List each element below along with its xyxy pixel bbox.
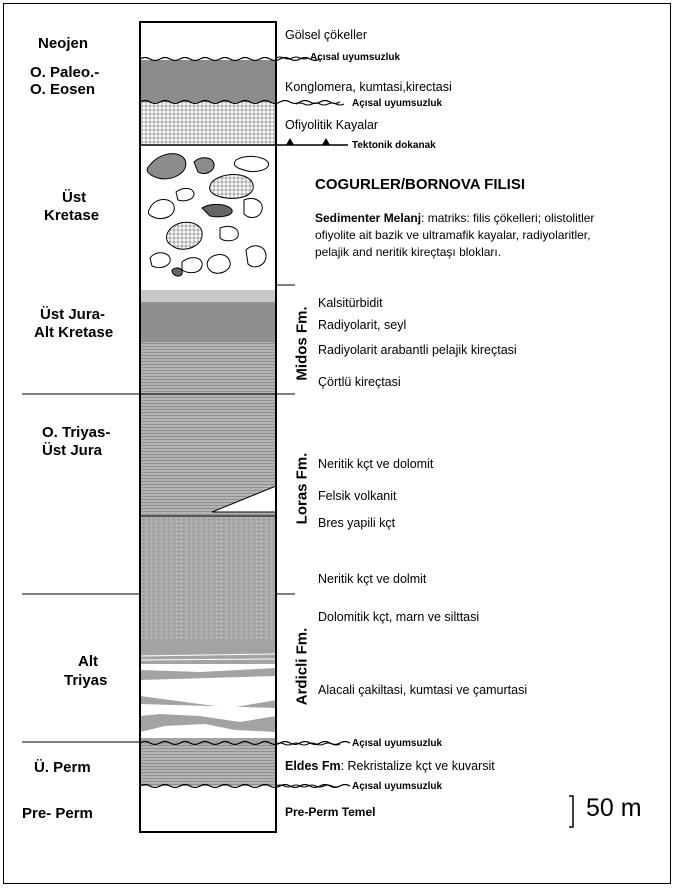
- age-o-paleo: O. Paleo.-: [30, 64, 100, 81]
- melanj-bold: Sedimenter Melanj: [315, 211, 422, 225]
- age-boundary-lines: [22, 284, 295, 743]
- desc-pre-perm-temel: Pre-Perm Temel: [285, 805, 376, 819]
- desc-melanj-line-1: Sedimenter Melanj: matriks: filis çökell…: [315, 211, 594, 225]
- desc-felsik: Felsik volkanit: [318, 489, 397, 503]
- desc-kalsiturbidit: Kalsitürbidit: [318, 296, 383, 310]
- layer-radiyolarit: [140, 302, 276, 342]
- desc-radiyolarit-arabantli: Radiyolarit arabantli pelajik kireçtasi: [318, 343, 517, 357]
- column-outline: [139, 21, 277, 833]
- desc-radiyolarit-seyl: Radiyolarit, seyl: [318, 318, 407, 332]
- age-o-triyas-1: O. Triyas-: [42, 424, 111, 441]
- desc-konglomera: Konglomera, kumtasi,kirectasi: [285, 80, 452, 94]
- desc-acisal-2: Açısal uyumsuzluk: [352, 98, 443, 109]
- unconformity-leaders: [275, 56, 345, 788]
- age-o-triyas-2: Üst Jura: [42, 442, 103, 459]
- age-pre-perm: Pre- Perm: [22, 805, 93, 822]
- ardicli-bands: [140, 664, 276, 738]
- desc-acisal-4: Açısal uyumsuzluk: [352, 781, 443, 792]
- layer-ofiyolitik: [140, 102, 276, 144]
- age-neojen: Neojen: [38, 35, 89, 52]
- layer-cortlu: [140, 342, 276, 394]
- age-ust-kretase-1: Üst: [62, 189, 87, 206]
- scale-label: 50 m: [586, 794, 642, 822]
- desc-neritik-dolomit: Neritik kçt ve dolomit: [318, 457, 434, 471]
- eldes-rest: : Rekristalize kçt ve kuvarsit: [340, 759, 495, 773]
- formation-midos: Midos Fm.: [293, 306, 311, 381]
- layer-kalsiturbidit: [140, 290, 276, 302]
- desc-golsel: Gölsel çökeller: [285, 28, 367, 42]
- desc-acisal-3: Açısal uyumsuzluk: [352, 738, 443, 749]
- age-o-eosen: O. Eosen: [30, 81, 96, 98]
- age-ust-jura-2: Alt Kretase: [34, 324, 114, 341]
- desc-acisal-1: Açısal uyumsuzluk: [310, 52, 401, 63]
- desc-melanj-line-3: pelajik and neritik kireçtaşı blokları.: [315, 245, 502, 259]
- layer-loras-lower: [140, 516, 276, 640]
- desc-dolomitik: Dolomitik kçt, marn ve silttasi: [318, 610, 480, 624]
- scale-bar: [569, 795, 574, 828]
- title-cogurler: COGURLER/BORNOVA FILISI: [315, 176, 525, 193]
- layer-golsel: [140, 22, 276, 60]
- figure-frame: [3, 3, 671, 884]
- melanj-text-1: : matriks: filis çökelleri; olistolitler: [421, 211, 595, 225]
- age-u-perm: Ü. Perm: [34, 759, 91, 776]
- eldes-bold: Eldes Fm: [285, 759, 341, 773]
- desc-tektonik: Tektonik dokanak: [352, 140, 436, 151]
- layer-konglomera: [140, 60, 276, 102]
- age-alt-triyas-2: Triyas: [64, 672, 108, 689]
- formation-loras: Loras Fm.: [293, 452, 311, 525]
- age-alt-triyas-1: Alt: [78, 653, 98, 670]
- ardicli-laminae: [139, 653, 277, 691]
- desc-eldes: Eldes Fm: Rekristalize kçt ve kuvarsit: [285, 759, 495, 773]
- desc-melanj-line-2: ofiyolite ait bazik ve ultramafik kayala…: [315, 228, 591, 242]
- olistolith-blocks: [146, 153, 270, 277]
- desc-bres: Bres yapili kçt: [318, 516, 396, 530]
- desc-ofiyolitik: Ofiyolitik Kayalar: [285, 118, 379, 132]
- layer-pre-perm: [140, 786, 276, 832]
- desc-alacali: Alacali çakiltasi, kumtasi ve çamurtasi: [318, 683, 528, 697]
- age-ust-kretase-2: Kretase: [44, 207, 100, 224]
- tectonic-teeth: [286, 138, 330, 145]
- age-ust-jura-1: Üst Jura-: [40, 306, 106, 323]
- desc-neritik-dolmit: Neritik kçt ve dolmit: [318, 572, 427, 586]
- formation-ardicli: Ardicli Fm.: [293, 627, 311, 706]
- layer-eldes: [140, 744, 276, 786]
- desc-cortlu: Çörtlü kireçtasi: [318, 375, 401, 389]
